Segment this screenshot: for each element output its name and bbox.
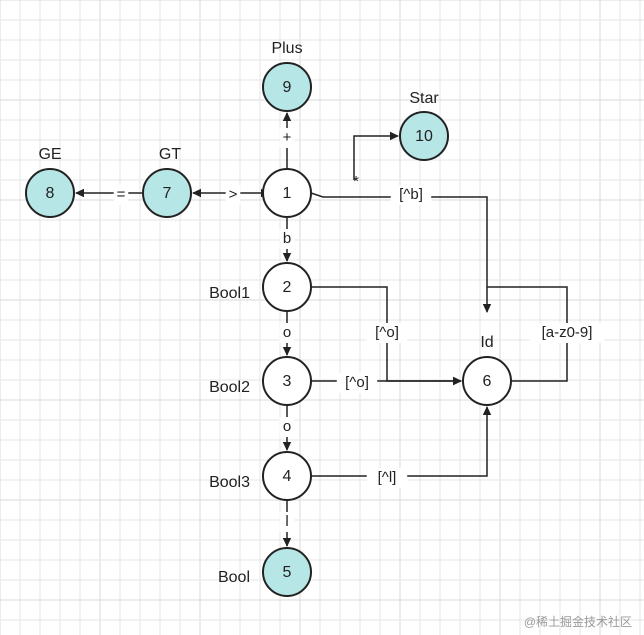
state-name-label: Bool1 (209, 285, 250, 302)
accepting-state-circle (262, 547, 312, 597)
states-layer: 1 2 3 4 5 6 7 8 9 10 (25, 62, 512, 597)
state-number: 9 (283, 79, 292, 96)
transition-label: [a-z0-9] (542, 324, 593, 341)
state-4: 4 (262, 451, 312, 501)
state-circle (262, 168, 312, 218)
state-number: 6 (483, 373, 492, 390)
transition-label-bg (279, 417, 295, 437)
state-name-label: Star (409, 90, 439, 107)
transition-1-to-2: b (279, 217, 295, 262)
transition-1-to-10: * (353, 131, 399, 190)
accepting-state-circle (25, 168, 75, 218)
transition-3-to-6: [^o] (311, 373, 462, 393)
state-3: 3 (262, 356, 312, 406)
state-number: 7 (163, 185, 172, 202)
state-10: 10 (399, 111, 449, 161)
transition-7-to-8: = (75, 185, 143, 205)
watermark-text: @稀土掘金技术社区 (524, 614, 632, 629)
transition-label-bg (366, 468, 408, 488)
state-1: 1 (262, 168, 312, 218)
transition-label-bg (113, 185, 129, 205)
state-circle (462, 356, 512, 406)
state-number: 5 (283, 564, 292, 581)
transition-label: + (283, 129, 292, 146)
transition-label: > (229, 186, 238, 203)
state-number: 4 (283, 468, 292, 485)
state-5: 5 (262, 547, 312, 597)
state-6: 6 (462, 356, 512, 406)
transition-label: = (117, 186, 126, 203)
transition-line (482, 286, 568, 382)
state-circle (262, 262, 312, 312)
state-number: 1 (283, 185, 292, 202)
accepting-state-circle (399, 111, 449, 161)
transition-label-bg (390, 185, 432, 205)
state-name-label: Plus (271, 40, 302, 57)
transition-label-bg (529, 323, 605, 343)
transition-2-to-6: [^o] (311, 286, 462, 386)
state-number: 3 (283, 373, 292, 390)
transitions-layer: + * > = [^b] b o [^o] o [^o] l [^l] [a-z0-9] (75, 112, 605, 547)
state-circle (262, 356, 312, 406)
state-9: 9 (262, 62, 312, 112)
transition-line (353, 131, 399, 180)
state-number: 10 (415, 128, 433, 145)
transition-1-to-9: + (279, 112, 295, 169)
transition-label-bg (279, 323, 295, 343)
transition-1-to-7: > (192, 185, 270, 205)
transition-label-bg (225, 185, 241, 205)
state-number: 2 (283, 279, 292, 296)
transition-label: l (285, 513, 288, 530)
transition-1-to-6: [^b] (310, 185, 488, 287)
state-8: 8 (25, 168, 75, 218)
state-circle (262, 451, 312, 501)
accepting-state-circle (262, 62, 312, 112)
transition-label: o (283, 418, 291, 435)
accepting-state-circle (142, 168, 192, 218)
state-7: 7 (142, 168, 192, 218)
transition-2-to-3: o (279, 311, 295, 356)
state-name-label: Bool3 (209, 474, 250, 491)
transition-label: b (283, 230, 291, 247)
transition-label-bg (366, 323, 408, 343)
transition-label: [^b] (399, 186, 423, 203)
state-name-label: GT (159, 146, 181, 163)
transition-label-bg (279, 512, 295, 532)
transition-4-to-5: l (279, 500, 295, 547)
transition-line (311, 406, 492, 477)
state-number: 8 (46, 185, 55, 202)
transition-label-bg (336, 373, 378, 393)
transition-label: o (283, 324, 291, 341)
transition-label-bg (279, 229, 295, 249)
transition-label: [^o] (375, 324, 399, 341)
state-name-label: GE (38, 146, 61, 163)
transition-6-to-6: [a-z0-9] (482, 286, 605, 382)
state-name-label: Id (480, 334, 493, 351)
transition-label: [^l] (378, 469, 397, 486)
state-name-label: Bool (218, 569, 250, 586)
transition-3-to-4: o (279, 405, 295, 451)
transition-label: * (353, 173, 359, 190)
state-2: 2 (262, 262, 312, 312)
transition-4-to-6: [^l] (311, 406, 492, 488)
transition-label: [^o] (345, 374, 369, 391)
state-name-label: Bool2 (209, 379, 250, 396)
transition-label-bg (279, 128, 295, 148)
